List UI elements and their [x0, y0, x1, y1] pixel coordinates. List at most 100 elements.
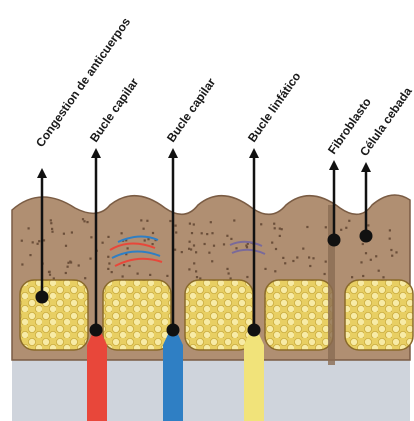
tissue-speckle	[169, 220, 171, 222]
tissue-speckle	[309, 265, 311, 267]
tissue-speckle	[292, 260, 294, 262]
tissue-speckle	[233, 219, 235, 221]
fat-lobule	[345, 280, 413, 350]
tissue-speckle	[370, 259, 372, 261]
pointer-arrowhead	[249, 148, 259, 158]
structure-label: Bucle capilar	[87, 75, 142, 144]
tissue-speckle	[21, 240, 23, 242]
tissue-speckle	[190, 248, 192, 250]
tissue-speckle	[195, 251, 197, 253]
venule	[163, 345, 183, 421]
tissue-speckle	[389, 229, 391, 231]
tissue-speckle	[345, 227, 347, 229]
tissue-speckle	[71, 231, 73, 233]
deep-tissue-layer	[12, 355, 410, 421]
tissue-speckle	[360, 261, 362, 263]
tissue-speckle	[378, 270, 380, 272]
tissue-speckle	[390, 249, 392, 251]
tissue-speckle	[208, 252, 210, 254]
tissue-speckle	[382, 276, 384, 278]
tissue-speckle	[340, 229, 342, 231]
tissue-speckle	[306, 226, 308, 228]
tissue-speckle	[348, 220, 350, 222]
tissue-speckle	[144, 239, 146, 241]
tissue-speckle	[152, 232, 154, 234]
tissue-speckle	[50, 222, 52, 224]
tissue-speckle	[275, 248, 277, 250]
lymphatic-vessel	[244, 345, 264, 421]
pointer-arrowhead	[329, 160, 339, 170]
tissue-speckle	[107, 236, 109, 238]
tissue-speckle	[89, 258, 91, 260]
tissue-speckle	[29, 254, 31, 256]
structure-label: Bucle capilar	[164, 75, 219, 144]
tissue-speckle	[174, 249, 176, 251]
tissue-speckle	[127, 247, 129, 249]
tissue-speckle	[149, 274, 151, 276]
tissue-speckle	[50, 219, 52, 221]
tissue-speckle	[235, 247, 237, 249]
tissue-speckle	[296, 256, 298, 258]
structure-label: Bucle linfático	[245, 70, 304, 145]
pointer-arrowhead	[37, 168, 47, 178]
tissue-speckle	[86, 221, 88, 223]
tissue-speckle	[279, 228, 281, 230]
tissue-speckle	[395, 251, 397, 253]
tissue-speckle	[128, 265, 130, 267]
tissue-speckle	[102, 242, 104, 244]
tissue-speckle	[193, 262, 195, 264]
pointer-dot	[90, 324, 103, 337]
tissue-speckle	[191, 232, 193, 234]
pointer-arrowhead	[361, 162, 371, 172]
tissue-speckle	[21, 263, 23, 265]
tissue-speckle	[284, 262, 286, 264]
tissue-speckle	[65, 272, 67, 274]
tissue-speckle	[140, 219, 142, 221]
tissue-speckle	[325, 261, 327, 263]
tissue-speckle	[260, 223, 262, 225]
tissue-speckle	[196, 276, 198, 278]
tissue-speckle	[111, 271, 113, 273]
tissue-speckle	[274, 227, 276, 229]
tissue-speckle	[143, 228, 145, 230]
tissue-speckle	[271, 242, 273, 244]
tissue-speckle	[308, 256, 310, 258]
pointer-arrowhead	[91, 148, 101, 158]
tissue-speckle	[226, 268, 228, 270]
tissue-speckle	[211, 232, 213, 234]
tissue-speckle	[230, 238, 232, 240]
tissue-speckle	[107, 268, 109, 270]
tissue-speckle	[282, 257, 284, 259]
tissue-speckle	[84, 277, 86, 279]
tissue-speckle	[69, 261, 71, 263]
tissue-speckle	[210, 221, 212, 223]
pointer-arrowhead	[168, 148, 178, 158]
tissue-speckle	[367, 224, 369, 226]
pointer-dot	[328, 234, 341, 247]
tissue-speckle	[312, 257, 314, 259]
tissue-speckle	[273, 223, 275, 225]
pointer-dot	[360, 230, 373, 243]
tissue-speckle	[201, 232, 203, 234]
fat-lobule	[265, 280, 333, 350]
fat-lobules	[20, 280, 413, 350]
tissue-speckle	[281, 228, 283, 230]
tissue-speckle	[122, 275, 124, 277]
tissue-speckle	[78, 264, 80, 266]
tissue-speckle	[175, 225, 177, 227]
tissue-speckle	[325, 226, 327, 228]
tissue-speckle	[51, 231, 53, 233]
tissue-speckle	[181, 251, 183, 253]
tissue-speckle	[226, 235, 228, 237]
tissue-speckle	[123, 264, 125, 266]
tissue-speckle	[107, 256, 109, 258]
tissue-speckle	[189, 241, 191, 243]
tissue-speckle	[195, 270, 197, 272]
tissue-speckle	[274, 270, 276, 272]
tissue-speckle	[264, 268, 266, 270]
tissue-speckle	[32, 241, 34, 243]
tissue-speckle	[51, 228, 53, 230]
tissue-speckle	[246, 276, 248, 278]
tissue-speckle	[193, 223, 195, 225]
